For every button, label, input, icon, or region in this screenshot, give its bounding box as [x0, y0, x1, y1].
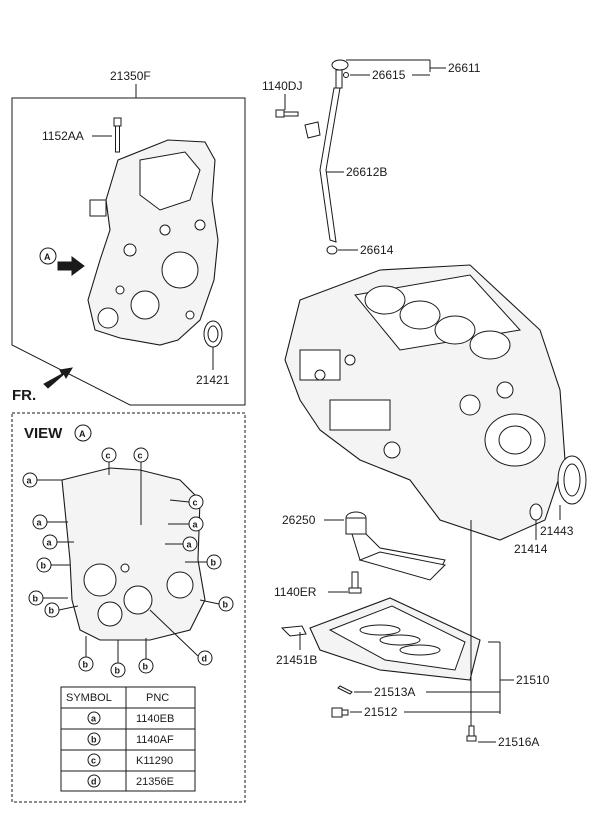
callout-c-3: c [188, 494, 204, 510]
svg-text:a: a [193, 520, 199, 530]
pin-21414 [529, 503, 543, 521]
svg-text:A: A [44, 252, 51, 262]
svg-text:b: b [211, 558, 217, 568]
callout-b-1: b [36, 557, 52, 573]
svg-text:c: c [138, 451, 143, 461]
cylinder-block [284, 264, 566, 541]
svg-text:b: b [223, 600, 229, 610]
label-26250: 26250 [282, 513, 316, 527]
label-26611: 26611 [448, 61, 481, 75]
svg-text:c: c [193, 498, 198, 508]
timing-chain-cover [87, 139, 219, 346]
svg-text:a: a [47, 538, 53, 548]
svg-text:b: b [143, 662, 149, 672]
table-row-pnc: 21356E [136, 776, 174, 788]
rear-oil-seal-21443 [557, 455, 587, 505]
drain-plug-21512 [331, 707, 349, 718]
label-21510: 21510 [516, 673, 550, 687]
view-a-title: VIEW [24, 425, 63, 442]
label-21516A: 21516A [498, 735, 539, 749]
table-row-symbol: d [91, 777, 97, 787]
view-a-arrow: A [39, 247, 85, 276]
table-row-pnc: 1140AF [136, 734, 174, 746]
label-21512: 21512 [364, 705, 398, 719]
label-26612B: 26612B [346, 165, 387, 179]
dipstick-guide-tube-26612B [304, 87, 341, 243]
bolt-21516A [466, 725, 477, 742]
oil-pan-21510 [309, 597, 481, 681]
callout-a-4: a [42, 534, 58, 550]
front-label: FR. [12, 387, 36, 404]
table-row-pnc: K11290 [136, 755, 173, 767]
callout-b-3: b [28, 590, 44, 606]
callout-b-7: b [110, 662, 126, 678]
table-row-pnc: 1140EB [136, 713, 174, 725]
view-a-cover-outline [61, 467, 206, 641]
callout-b-4: b [44, 602, 60, 618]
label-21513A: 21513A [374, 685, 415, 699]
callout-a-2: a [32, 514, 48, 530]
bolt-1140ER [348, 571, 362, 594]
label-26614: 26614 [360, 243, 394, 257]
callout-d-1: d [197, 650, 213, 666]
view-a-panel [11, 412, 246, 803]
label-21443: 21443 [540, 524, 574, 538]
callout-c-1: c [101, 447, 117, 463]
table-row-symbol: c [91, 756, 96, 766]
svg-text:a: a [27, 476, 33, 486]
gasket-21513A [337, 685, 353, 695]
svg-text:b: b [49, 606, 55, 616]
oil-strainer-26250 [345, 511, 447, 581]
label-21421: 21421 [196, 373, 230, 387]
callout-c-2: c [133, 447, 149, 463]
svg-text:A: A [79, 429, 86, 439]
svg-text:b: b [33, 594, 39, 604]
table-row-symbol: a [91, 714, 97, 724]
table-row-symbol: b [91, 735, 97, 745]
timing-cover-panel-frame [11, 97, 246, 406]
bolt-1140DJ [275, 109, 299, 118]
symbol-table: SYMBOL PNC a 1140EB b 1140AF c K11290 d … [60, 686, 196, 792]
o-ring-26614 [326, 245, 338, 255]
callout-b-2: b [206, 554, 222, 570]
oil-seal-21421 [203, 320, 223, 348]
callout-a-5: a [182, 536, 198, 552]
svg-text:b: b [115, 666, 121, 676]
label-21350F: 21350F [110, 69, 151, 83]
svg-text:a: a [37, 518, 43, 528]
sealant-21451B [280, 625, 307, 637]
svg-text:b: b [41, 561, 47, 571]
label-1140ER: 1140ER [274, 585, 317, 599]
callout-b-5: b [218, 596, 234, 612]
svg-text:c: c [106, 451, 111, 461]
table-header-symbol: SYMBOL [66, 692, 112, 704]
bolt-1152AA [113, 117, 122, 153]
table-header-pnc: PNC [146, 692, 169, 704]
label-1140DJ: 1140DJ [262, 79, 302, 93]
svg-text:a: a [187, 540, 193, 550]
callout-b-6: b [78, 656, 94, 672]
dipstick-handle [331, 59, 349, 89]
callout-a-3: a [188, 516, 204, 532]
svg-text:d: d [202, 654, 208, 664]
label-26615: 26615 [372, 68, 406, 82]
front-arrow-icon [43, 367, 73, 389]
callout-b-8: b [138, 658, 154, 674]
label-21414: 21414 [514, 542, 548, 556]
label-1152AA: 1152AA [42, 129, 84, 143]
svg-text:b: b [83, 660, 89, 670]
callout-a-1: a [22, 472, 38, 488]
label-21451B: 21451B [276, 653, 317, 667]
